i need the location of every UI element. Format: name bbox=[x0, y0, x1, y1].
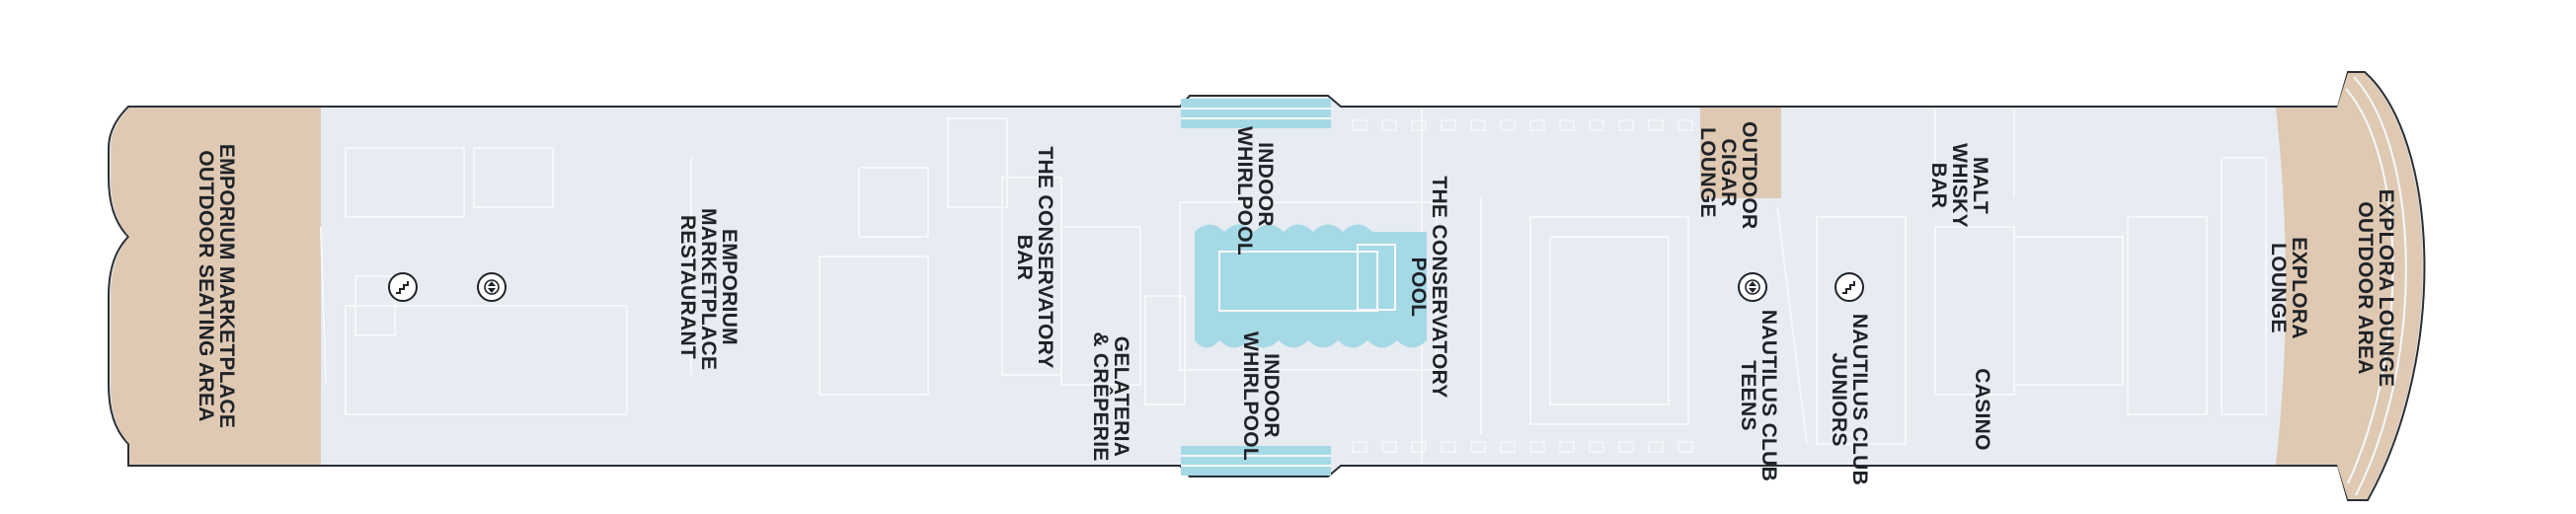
label-malt-whisky-bar: MALT WHISKY BAR bbox=[1927, 143, 1991, 228]
label-explora-lounge: EXPLORA LOUNGE bbox=[2267, 237, 2310, 339]
label-gelateria-creperie: GELATERIA & CRÊPERIE bbox=[1089, 331, 1132, 462]
label-conservatory-pool: THE CONSERVATORY POOL bbox=[1407, 176, 1450, 399]
cigar-lounge-area bbox=[1700, 108, 1781, 198]
whirlpool-stripes bbox=[1181, 108, 1331, 467]
conservatory-pool bbox=[1195, 224, 1427, 348]
forward-outdoor-area bbox=[2276, 73, 2423, 499]
bow-lines bbox=[2345, 76, 2407, 496]
label-conservatory-bar: THE CONSERVATORY BAR bbox=[1013, 146, 1056, 369]
indoor-whirlpool-bottom bbox=[1181, 446, 1331, 476]
label-outdoor-cigar-lounge: OUTDOOR CIGAR LOUNGE bbox=[1696, 121, 1760, 230]
label-casino: CASINO bbox=[1971, 368, 1993, 451]
indoor-whirlpool-top bbox=[1181, 99, 1331, 128]
stairs-icon bbox=[1834, 272, 1864, 302]
seating-rows bbox=[1352, 119, 1693, 453]
elevator-icon bbox=[1738, 272, 1767, 302]
room-partitions bbox=[320, 109, 2267, 464]
pool-deck-outline bbox=[1179, 201, 1438, 371]
elevator-icon bbox=[477, 272, 507, 302]
label-indoor-whirlpool-bottom: INDOOR WHIRLPOOL bbox=[1239, 331, 1283, 462]
aft-outdoor-area bbox=[111, 108, 321, 465]
label-indoor-whirlpool-top: INDOOR WHIRLPOOL bbox=[1233, 126, 1277, 257]
label-explora-lounge-outdoor-area: EXPLORA LOUNGE OUTDOOR AREA bbox=[2354, 188, 2397, 388]
label-nautilus-club-teens: NAUTILUS CLUB TEENS bbox=[1737, 309, 1780, 482]
label-emporium-outdoor-seating: EMPORIUM MARKETPLACE OUTDOOR SEATING ARE… bbox=[195, 143, 238, 429]
label-nautilus-club-juniors: NAUTILUS CLUB JUNIORS bbox=[1828, 313, 1871, 486]
stairs-icon bbox=[388, 272, 418, 302]
pool-inner bbox=[1218, 251, 1378, 312]
outdoor-areas bbox=[111, 73, 2423, 499]
label-emporium-marketplace-restaurant: EMPORIUM MARKETPLACE RESTAURANT bbox=[676, 208, 741, 371]
pool-bench bbox=[1357, 244, 1396, 311]
